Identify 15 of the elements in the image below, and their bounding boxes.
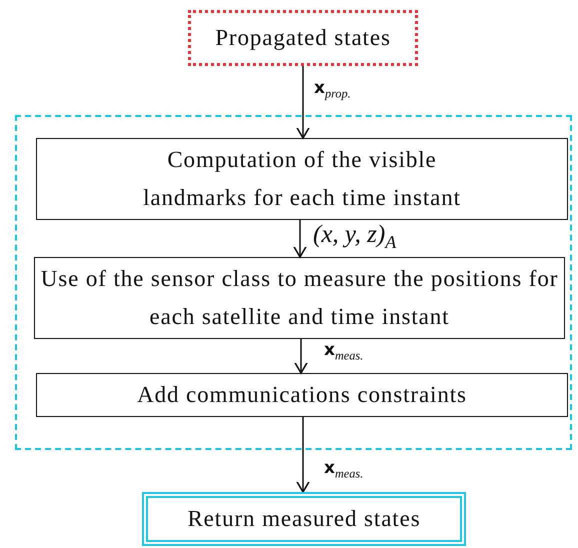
node-text: Return measured states <box>187 505 421 533</box>
process-box <box>188 10 418 66</box>
edge-label: (x, y, z)$_{A}$ <box>313 222 396 251</box>
arrow <box>292 220 308 258</box>
node-text: Use of the sensor class to measure the positions for each satellite and time instant <box>40 265 560 331</box>
arrow <box>295 417 311 493</box>
arrow <box>293 339 309 374</box>
node-text: Computation of the visible landmarks for each time instant <box>142 146 462 212</box>
arrow <box>295 66 311 139</box>
process-box <box>36 138 568 220</box>
node-text: Add communications constraints <box>137 381 467 409</box>
process-box <box>142 492 466 546</box>
process-box <box>36 373 568 417</box>
node-text: Propagated states <box>215 24 391 52</box>
process-box <box>34 257 565 339</box>
